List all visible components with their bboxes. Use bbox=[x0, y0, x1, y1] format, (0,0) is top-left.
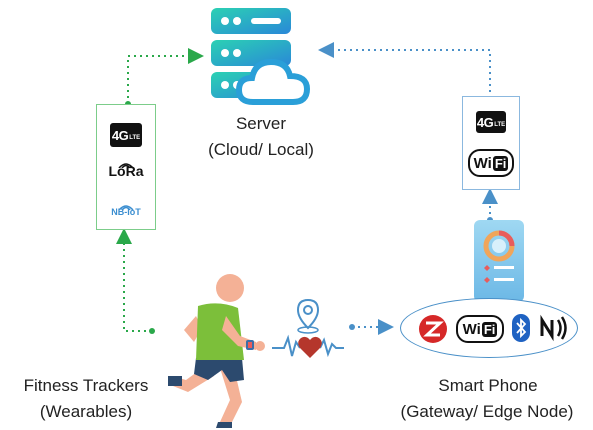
fitness-title: Fitness Trackers bbox=[23, 376, 149, 395]
phone-subtitle: (Gateway/ Edge Node) bbox=[400, 402, 574, 421]
location-pin-icon bbox=[296, 298, 320, 334]
runner-icon bbox=[168, 274, 265, 428]
nfc-icon bbox=[540, 314, 567, 342]
nbiot-signal-icon bbox=[117, 197, 135, 215]
fitness-subtitle: (Wearables) bbox=[39, 402, 133, 421]
arrow-runner-to-left-box bbox=[116, 228, 152, 332]
phone-title: Smart Phone bbox=[438, 376, 538, 395]
heart-rate-icon bbox=[272, 298, 344, 358]
server-icon bbox=[211, 8, 311, 105]
arrow-left-box-to-server bbox=[127, 48, 204, 104]
nbiot-label: NB-IoT bbox=[111, 207, 141, 217]
smartphone-icon bbox=[474, 220, 524, 302]
lora-label: LoRa bbox=[108, 163, 144, 179]
server-subtitle: (Cloud/ Local) bbox=[208, 140, 314, 159]
lora-signal-icon bbox=[117, 155, 135, 173]
bluetooth-icon bbox=[512, 314, 530, 342]
server-title: Server bbox=[235, 114, 287, 133]
zigbee-icon bbox=[419, 315, 447, 343]
arrow-right-box-to-server bbox=[318, 42, 491, 92]
